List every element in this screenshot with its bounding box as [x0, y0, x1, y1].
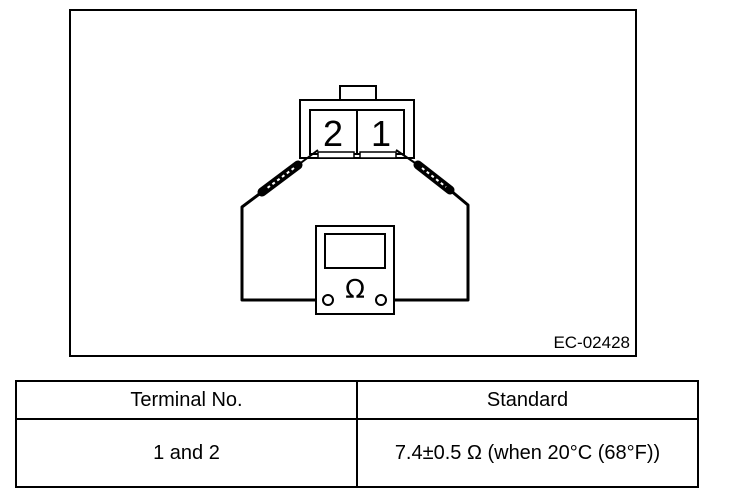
meter-terminal-right — [375, 294, 387, 306]
ohmmeter: Ω — [315, 225, 395, 315]
column-header-terminal: Terminal No. — [15, 380, 358, 420]
cell-terminal: 1 and 2 — [15, 418, 358, 488]
connector-diagram: 2 1 Ω EC-02428 — [69, 9, 637, 357]
connector-tab-left — [317, 151, 355, 159]
terminal-2-label: 2 — [323, 113, 343, 154]
connector-latch — [339, 85, 377, 101]
figure-code: EC-02428 — [553, 333, 630, 352]
terminal-1-label: 1 — [371, 113, 391, 154]
table-row: 1 and 2 7.4±0.5 Ω (when 20°C (68°F)) — [15, 418, 699, 488]
table-header-row: Terminal No. Standard — [15, 380, 699, 420]
connector-tab-right — [359, 151, 397, 159]
ohm-symbol: Ω — [345, 275, 365, 305]
meter-display — [324, 233, 386, 269]
resistance-spec-table: Terminal No. Standard 1 and 2 7.4±0.5 Ω … — [15, 380, 699, 488]
cell-standard: 7.4±0.5 Ω (when 20°C (68°F)) — [356, 418, 699, 488]
connector: 2 1 — [299, 85, 415, 159]
test-lead-left — [240, 149, 322, 302]
test-lead-right — [386, 149, 470, 302]
column-header-standard: Standard — [356, 380, 699, 420]
meter-terminal-left — [322, 294, 334, 306]
